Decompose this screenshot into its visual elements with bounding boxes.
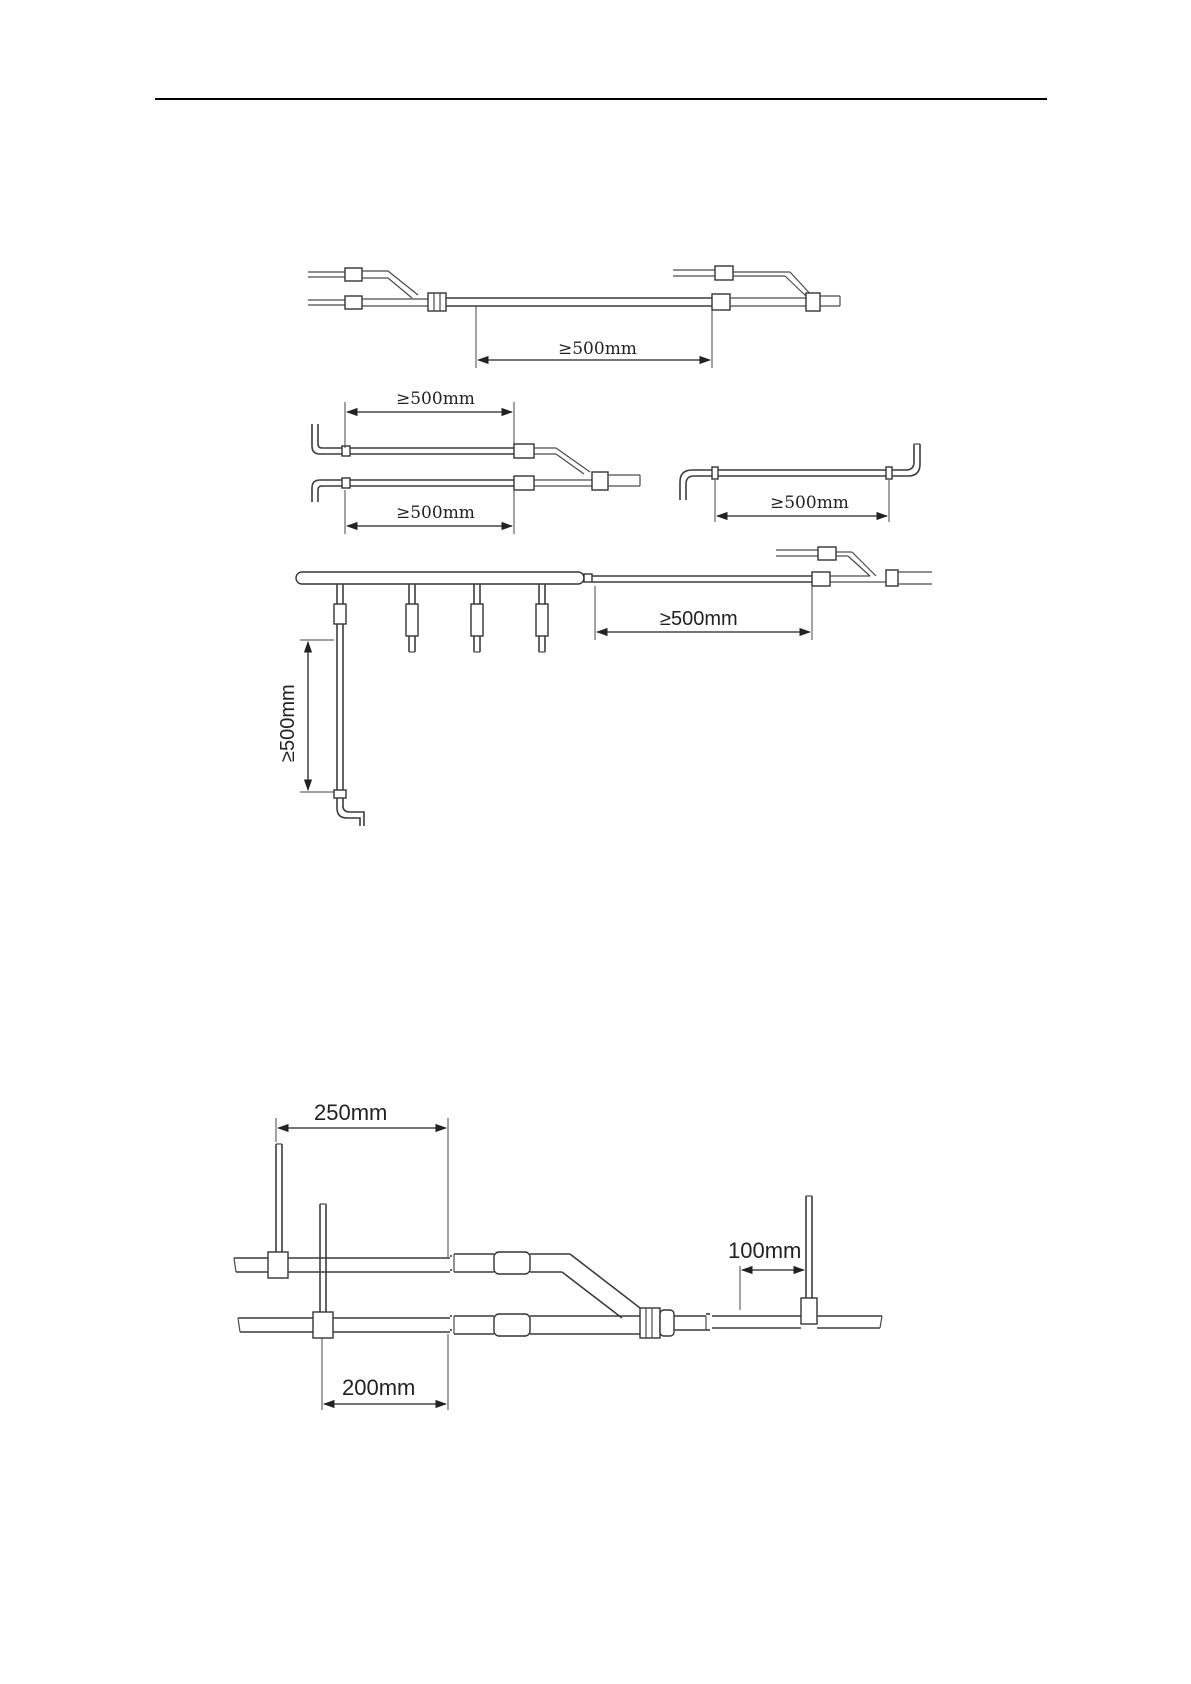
pipe-upper [234,1252,640,1318]
label-right-mid: ≥500mm [770,493,849,513]
dimension-header-span: ≥500mm [595,586,812,640]
label-left-upper: ≥500mm [396,389,475,409]
branch-joint-left [312,424,640,502]
figure-1-pipe-diagram: ≥500mm [277,266,932,826]
label-bottom-dim: 200mm [342,1375,415,1400]
label-top-span: ≥500mm [558,339,637,359]
figure-2-support-diagram: 250mm 200mm 100mm [234,1100,882,1410]
dimension-right: 100mm [728,1238,804,1310]
label-header-span: ≥500mm [660,608,738,630]
pipe-lower [238,1308,882,1338]
label-top-dim: 250mm [314,1100,387,1125]
dimension-top-span: ≥500mm [476,306,712,368]
dimension-left-lower: ≥500mm [345,490,514,534]
manifold-drop-3 [471,584,483,652]
header-manifold [296,547,932,826]
u-pipe-right [680,444,920,500]
dimension-vertical-span: ≥500mm [277,640,334,792]
label-right-dim: 100mm [728,1238,801,1263]
dimension-bottom: 200mm [322,1334,448,1410]
dimension-top: 250mm [276,1100,448,1258]
label-left-lower: ≥500mm [396,503,475,523]
branch-joint-top [308,266,840,311]
hanger-left-lower [313,1204,333,1338]
hanger-right [801,1196,817,1324]
hanger-left-upper [268,1144,288,1278]
dimension-right-mid: ≥500mm [715,480,889,522]
manifold-drop-2 [406,584,418,652]
manifold-drop-1 [334,584,364,826]
label-vertical-span: ≥500mm [277,684,299,762]
manifold-drop-4 [536,584,548,652]
dimension-left-upper: ≥500mm [345,389,514,448]
